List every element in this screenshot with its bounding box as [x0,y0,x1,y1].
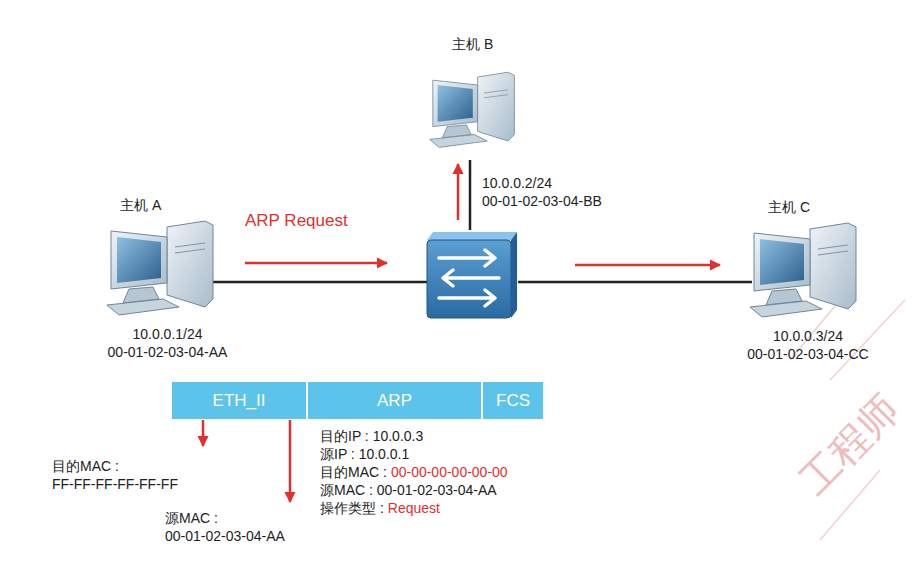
field-line: 源IP : 10.0.0.1 [320,446,409,463]
host-computer: 主机 C 10.0.0.3/2400-01-02-03-04-CC [718,197,898,369]
ip-address: 10.0.0.3/24 [718,328,898,345]
field-name: ETH_II [213,392,266,409]
field-name: ARP [377,392,412,409]
leader-arrow [203,420,290,502]
request-arrow [575,264,720,267]
field-line: 源MAC : 00-01-02-03-04-AA [320,482,497,499]
frame-field: ARP [308,382,483,419]
ip-address: 10.0.0.1/24 [80,326,255,343]
message-label: ARP Request [245,211,348,231]
switch-icon [425,228,520,320]
computer-icon [105,217,215,317]
switch-device [425,228,520,320]
field-value: 00-01-02-03-04-AA [165,528,285,545]
computer-icon [428,56,516,162]
watermark: 工程师 [790,385,909,504]
host-computer: 主机 B 10.0.0.2/2400-01-02-03-04-BB [428,36,628,216]
field-value: 00-00-00-00-00-00 [391,464,508,481]
frame-field: ETH_II [172,382,308,419]
mac-address: 00-01-02-03-04-CC [718,346,898,363]
host-computer: 主机 A 10.0.0.1/2400-01-02-03-04-AA [80,195,255,367]
field-name: FCS [496,392,530,409]
field-name: 源MAC : [165,510,218,527]
field-line: 目的IP : 10.0.0.3 [320,428,423,445]
host-name: 主机 A [120,197,161,214]
field-value: Request [388,500,440,517]
field-value: FF-FF-FF-FF-FF-FF [52,476,178,493]
host-name: 主机 C [768,199,810,216]
mac-address: 00-01-02-03-04-AA [80,344,255,361]
field-name: 目的MAC : [52,458,119,475]
request-arrow [457,164,460,220]
field-name: 目的MAC : [320,464,387,481]
field-name: 操作类型 : [320,500,384,517]
request-arrow [245,262,387,265]
computer-icon [748,219,858,319]
ip-address: 10.0.0.2/24 [482,175,552,192]
frame-field: FCS [483,382,545,419]
host-name: 主机 B [452,36,493,53]
mac-address: 00-01-02-03-04-BB [482,193,602,210]
